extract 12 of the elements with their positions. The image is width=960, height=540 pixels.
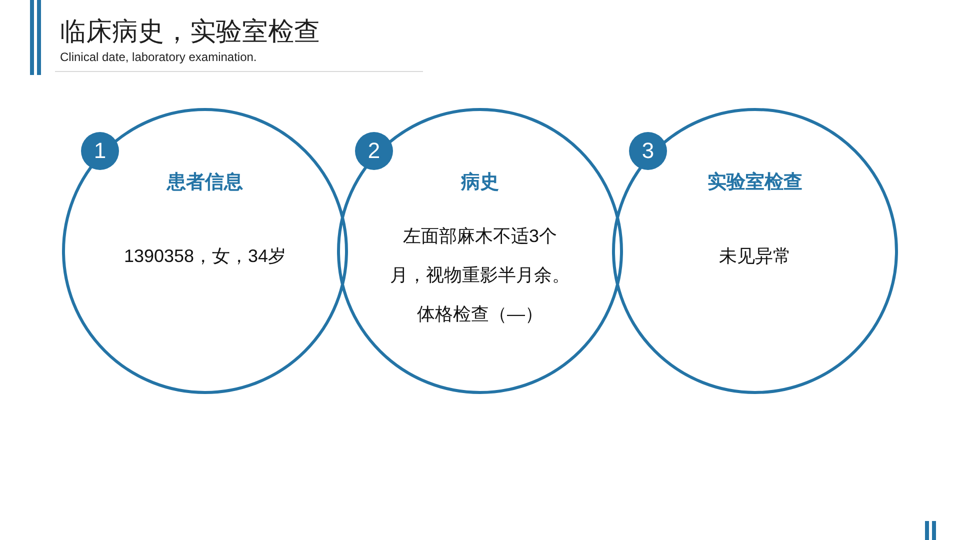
- circle-text: 左面部麻木不适3个月，视物重影半月余。: [389, 225, 571, 287]
- circle-heading: 病史: [461, 171, 499, 195]
- circle-text: 1390358，女，34岁: [124, 245, 286, 268]
- circle-text: 体格检查（—）: [417, 303, 543, 326]
- circle-text: 未见异常: [719, 245, 791, 268]
- circle-heading: 患者信息: [167, 171, 243, 195]
- circle-heading: 实验室检查: [708, 171, 802, 195]
- slide-title: 临床病史，实验室检查: [60, 15, 320, 48]
- info-circle: [612, 108, 898, 394]
- info-circle: [62, 108, 348, 394]
- slide-subtitle: Clinical date, laboratory examination.: [60, 50, 257, 65]
- info-circle: [337, 108, 623, 394]
